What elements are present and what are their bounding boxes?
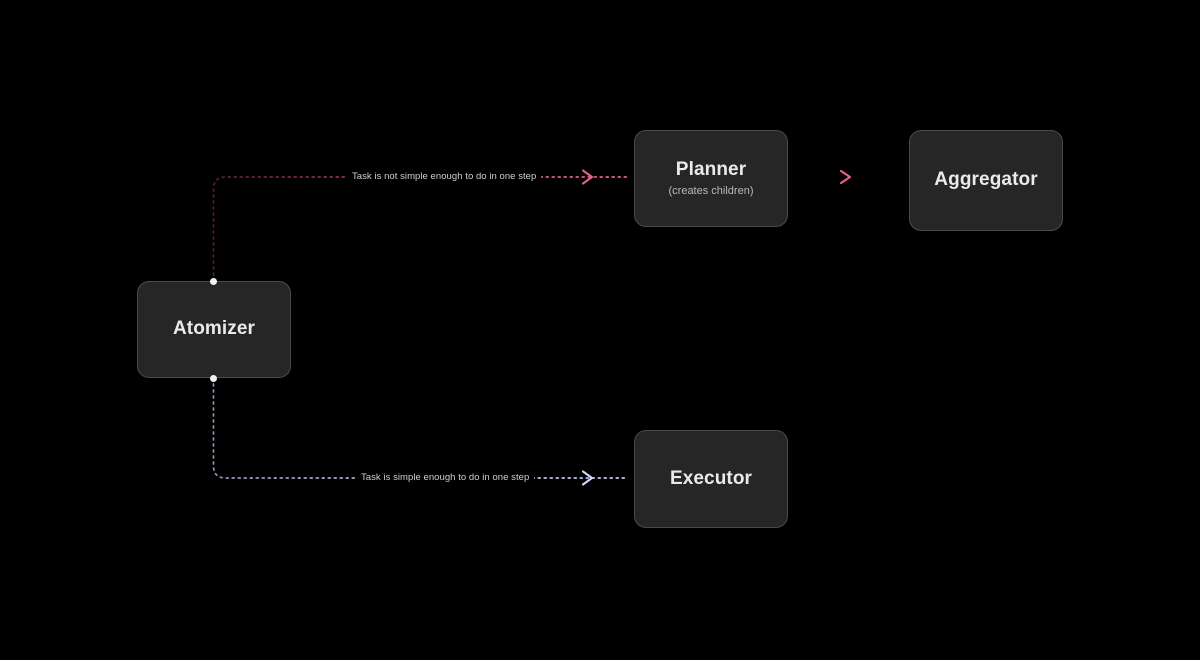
- handle-atomizer-bottom[interactable]: [210, 374, 217, 382]
- edge-atomizer-to-executor: [212, 377, 629, 479]
- arrowhead-aggregator-icon: [839, 169, 852, 185]
- edge-label-not-simple: Task is not simple enough to do in one s…: [347, 170, 542, 184]
- arrowhead-planner-icon: [581, 169, 594, 185]
- node-aggregator[interactable]: Aggregator: [909, 130, 1063, 231]
- edge-label-simple: Task is simple enough to do in one step: [356, 471, 535, 485]
- node-planner-subtitle: (creates children): [668, 184, 754, 197]
- node-executor[interactable]: Executor: [634, 430, 788, 528]
- handle-atomizer-top[interactable]: [210, 277, 217, 285]
- node-aggregator-title: Aggregator: [934, 169, 1038, 191]
- node-executor-title: Executor: [669, 467, 753, 489]
- node-atomizer-title: Atomizer: [172, 318, 256, 340]
- edge-atomizer-to-planner: [212, 176, 629, 282]
- node-atomizer[interactable]: Atomizer: [137, 281, 291, 378]
- node-planner-title: Planner: [675, 159, 747, 180]
- node-planner[interactable]: Planner (creates children): [634, 130, 788, 227]
- arrowhead-executor-icon: [581, 470, 594, 486]
